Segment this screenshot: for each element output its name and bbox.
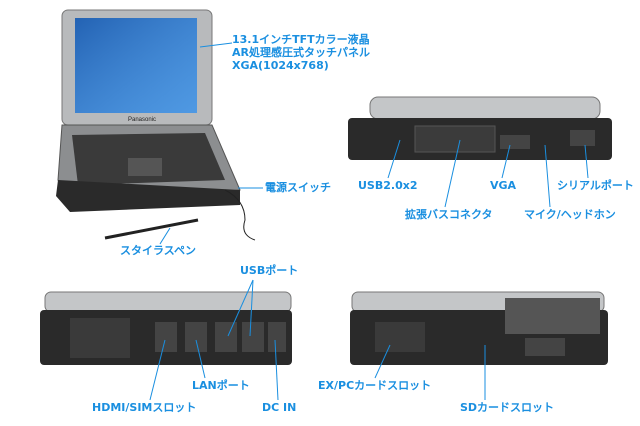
label-expc-slot: EX/PCカードスロット bbox=[318, 379, 432, 392]
label-expansion-bus: 拡張バスコネクタ bbox=[405, 208, 493, 221]
label-sd-slot: SDカードスロット bbox=[460, 401, 555, 414]
label-screen-line3: XGA(1024x768) bbox=[232, 59, 329, 72]
brand-logo: Panasonic bbox=[128, 117, 156, 123]
laptop-front-view: Panasonic bbox=[56, 9, 256, 241]
label-lan-port: LANポート bbox=[192, 379, 250, 392]
label-serial: シリアルポート bbox=[557, 179, 634, 192]
label-mic-headphone: マイク/ヘッドホン bbox=[524, 208, 616, 221]
label-power-switch: 電源スイッチ bbox=[265, 181, 331, 194]
label-usb20x2: USB2.0x2 bbox=[358, 179, 418, 192]
label-vga: VGA bbox=[490, 179, 517, 192]
stylus-pen bbox=[104, 218, 199, 240]
label-dc-in: DC IN bbox=[262, 401, 297, 414]
leader-lines bbox=[149, 42, 589, 401]
label-screen-line1: 13.1インチTFTカラー液晶 bbox=[232, 33, 370, 46]
left-side-view bbox=[40, 291, 292, 365]
label-screen-line2: AR処理感圧式タッチパネル bbox=[232, 46, 370, 59]
right-side-view bbox=[350, 291, 608, 365]
label-hdmi-sim: HDMI/SIMスロット bbox=[92, 401, 197, 414]
label-usb-port: USBポート bbox=[240, 264, 299, 277]
label-stylus: スタイラスペン bbox=[120, 244, 197, 257]
rear-view bbox=[348, 96, 612, 160]
